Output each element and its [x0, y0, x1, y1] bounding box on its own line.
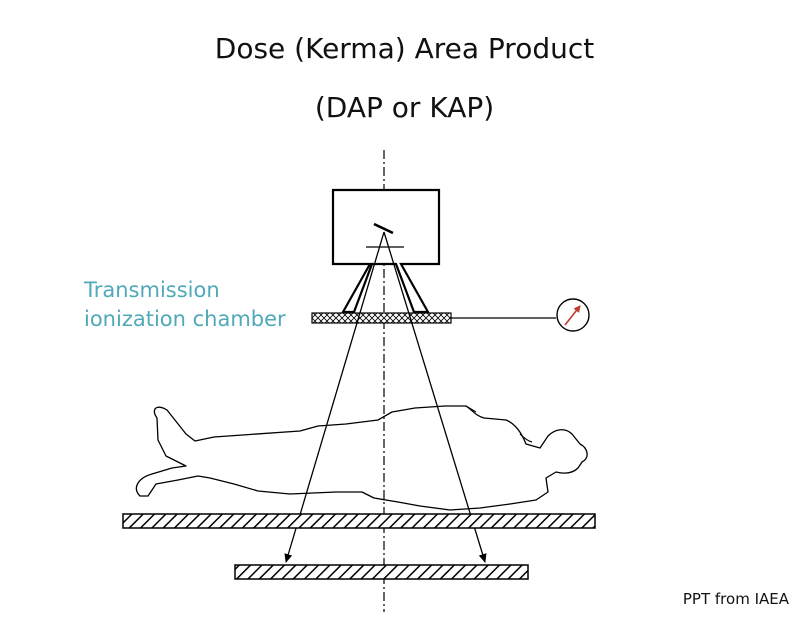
chamber-label-line2: ionization chamber: [84, 307, 286, 331]
patient-table: [122, 513, 596, 529]
xray-tube-housing: [331, 188, 441, 314]
patient-arm-line: [465, 405, 533, 443]
diagram-subtitle: (DAP or KAP): [314, 91, 495, 124]
image-receptor: [234, 564, 529, 580]
source-credit: PPT from IAEA: [682, 590, 789, 608]
patient-body-outline: [135, 405, 588, 511]
beam-edge-right: [383, 231, 487, 563]
dose-meter-needle: [564, 305, 581, 326]
chamber-label-line1: Transmission: [84, 278, 220, 302]
diagram-title: Dose (Kerma) Area Product: [214, 32, 595, 65]
anode-target: [373, 222, 394, 235]
ionization-chamber: [311, 312, 452, 324]
beam-edge-left: [284, 231, 385, 563]
